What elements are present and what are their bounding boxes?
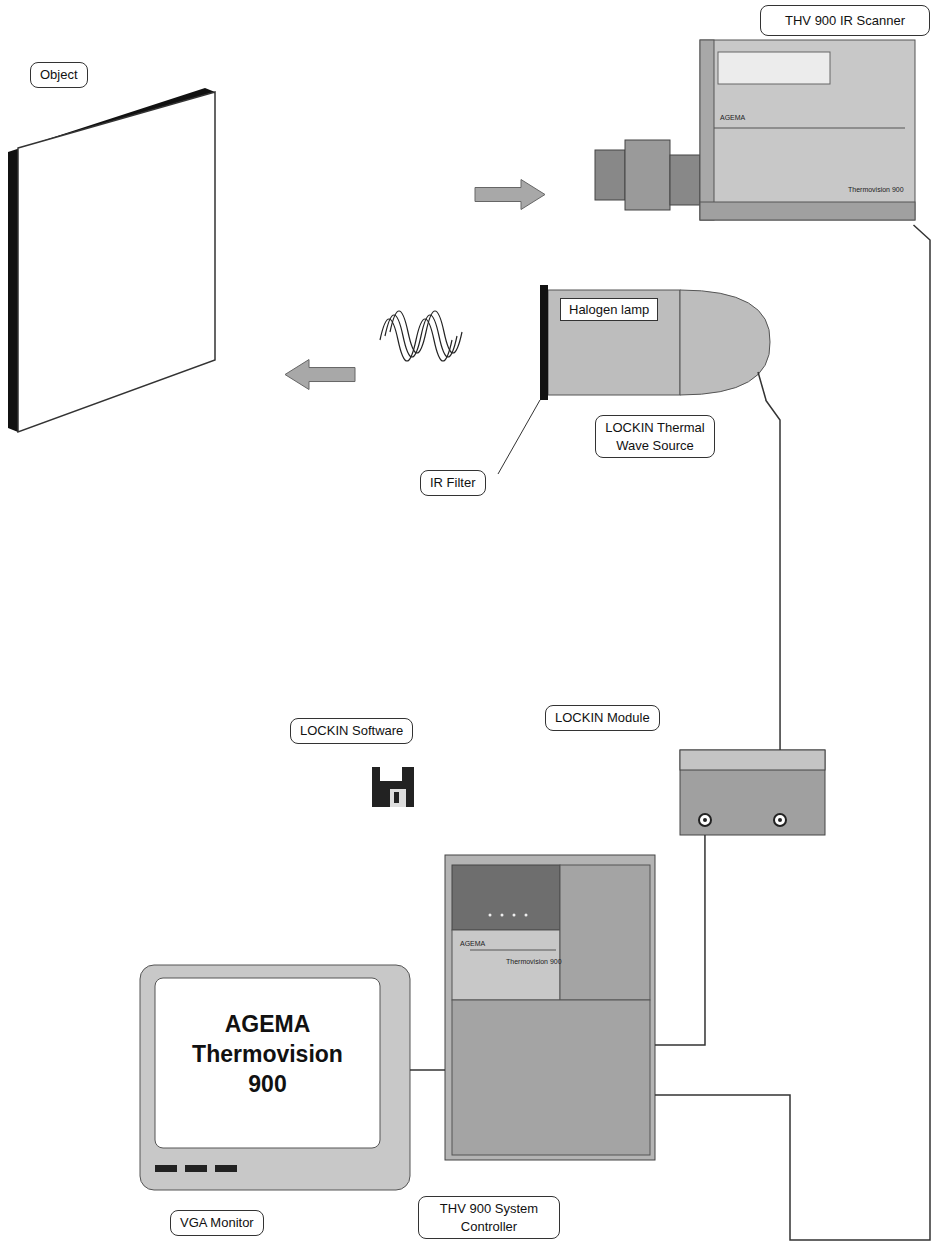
ir-scanner [595, 40, 915, 220]
callout-label: LOCKIN Software [290, 718, 413, 744]
callout-label: IR Filter [420, 470, 486, 496]
floppy-disk [372, 767, 414, 807]
model-text: Thermovision 900 [848, 186, 904, 193]
block-arrow [285, 360, 355, 390]
vga-monitor: AGEMA Thermovision 900VGA Monitor [140, 965, 410, 1190]
callout-label: THV 900 System Controller [418, 1196, 560, 1239]
model-text: Thermovision 900 [506, 958, 562, 965]
brand-text: AGEMA [720, 114, 745, 121]
cable [655, 835, 705, 1045]
cable [410, 1069, 445, 1071]
lamp-label: Halogen lamp [569, 302, 649, 317]
leader-line [498, 400, 540, 474]
callout-label: LOCKIN Thermal Wave Source [595, 415, 715, 458]
thermal-wave-source: LOCKIN Thermal Wave SourceHalogen lamp [540, 285, 775, 400]
callout-label: Object [30, 62, 88, 88]
screen-text: AGEMA Thermovision 900 [185, 1010, 350, 1100]
thermal-wave [380, 311, 462, 361]
system-controller: THV 900 System Controller [445, 855, 655, 1160]
ir-scanner: THV 900 IR Scanner [595, 35, 920, 225]
halogen-lamp-housing [540, 285, 770, 400]
object: Object [10, 88, 220, 433]
object-panel [8, 88, 215, 432]
lockin-module: LOCKIN Module [680, 750, 825, 835]
callout-label: LOCKIN Module [545, 705, 660, 731]
vga-monitor [140, 965, 410, 1190]
system-controller [445, 855, 655, 1160]
lockin-software: LOCKIN Software [370, 765, 416, 809]
cable [766, 400, 780, 750]
halogen-lamp-box: Halogen lamp [560, 298, 658, 321]
callout-label: VGA Monitor [170, 1210, 264, 1236]
block-arrow [475, 180, 545, 210]
brand-text: AGEMA [460, 940, 485, 947]
lockin-module [680, 750, 825, 835]
cable [655, 225, 930, 1240]
callout-label: THV 900 IR Scanner [760, 5, 930, 36]
